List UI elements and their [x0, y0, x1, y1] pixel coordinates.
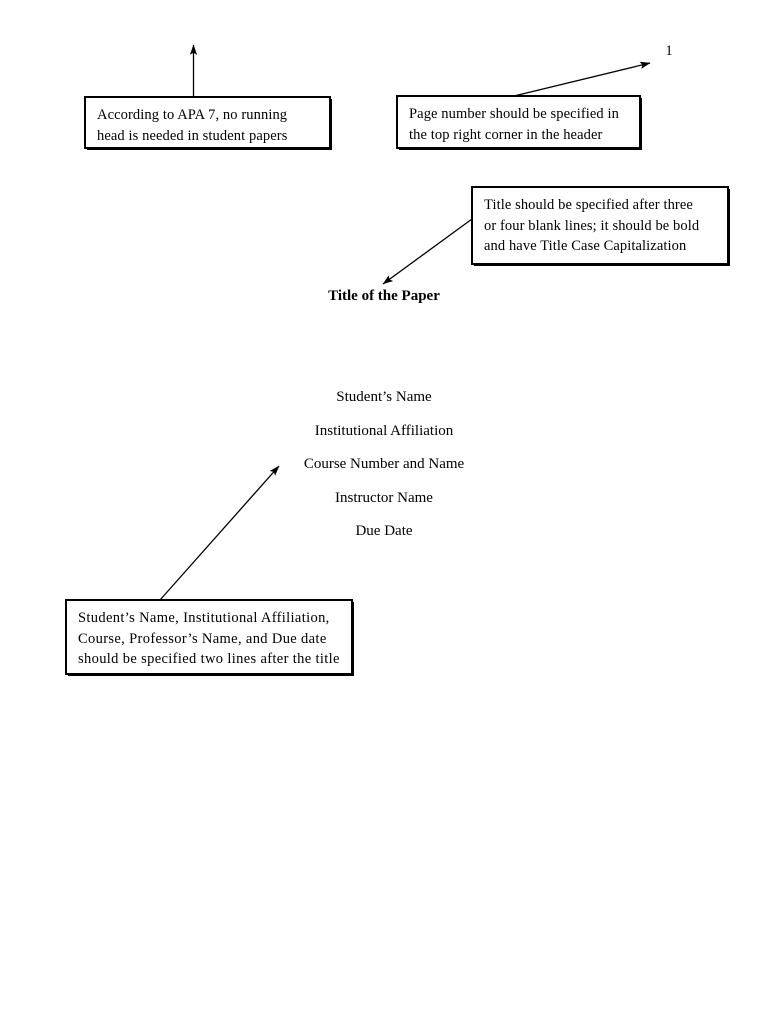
- annotation-box-author-block: Student’s Name, Institutional Affiliatio…: [65, 599, 353, 675]
- header-page-number: 1: [665, 43, 673, 59]
- annotation-line: According to APA 7, no running: [97, 107, 288, 123]
- annotation-box-title-format: Title should be specified after three or…: [471, 186, 729, 265]
- annotation-line: Title should be specified after three: [484, 197, 693, 213]
- annotation-line: Page number should be specified in: [409, 106, 619, 122]
- annotation-line: or four blank lines; it should be bold: [484, 217, 700, 234]
- arrow-to-paper-title: [382, 218, 473, 285]
- annotation-line: should be specified two lines after the …: [78, 651, 340, 667]
- annotation-line: and have Title Case Capitalization: [484, 238, 687, 254]
- annotation-box-running-head: According to APA 7, no running head is n…: [84, 96, 331, 149]
- byline-instructor-name: Instructor Name: [335, 489, 433, 506]
- byline-institutional-affiliation: Institutional Affiliation: [314, 422, 454, 439]
- annotation-line: Student’s Name, Institutional Affiliatio…: [78, 610, 330, 626]
- paper-title: Title of the Paper: [328, 288, 440, 304]
- annotation-line: head is needed in student papers: [97, 127, 288, 144]
- annotation-line: Course, Professor’s Name, and Due date: [78, 630, 327, 647]
- byline-course-number-and-name: Course Number and Name: [303, 456, 465, 472]
- annotation-box-page-number: Page number should be specified in the t…: [396, 95, 641, 149]
- annotation-line: the top right corner in the header: [409, 126, 603, 143]
- byline-student-name: Student’s Name: [336, 389, 432, 405]
- paper-byline-block: Student’s Name Institutional Affiliation…: [0, 390, 768, 558]
- byline-due-date: Due Date: [355, 523, 413, 539]
- arrow-to-page-number: [513, 61, 651, 97]
